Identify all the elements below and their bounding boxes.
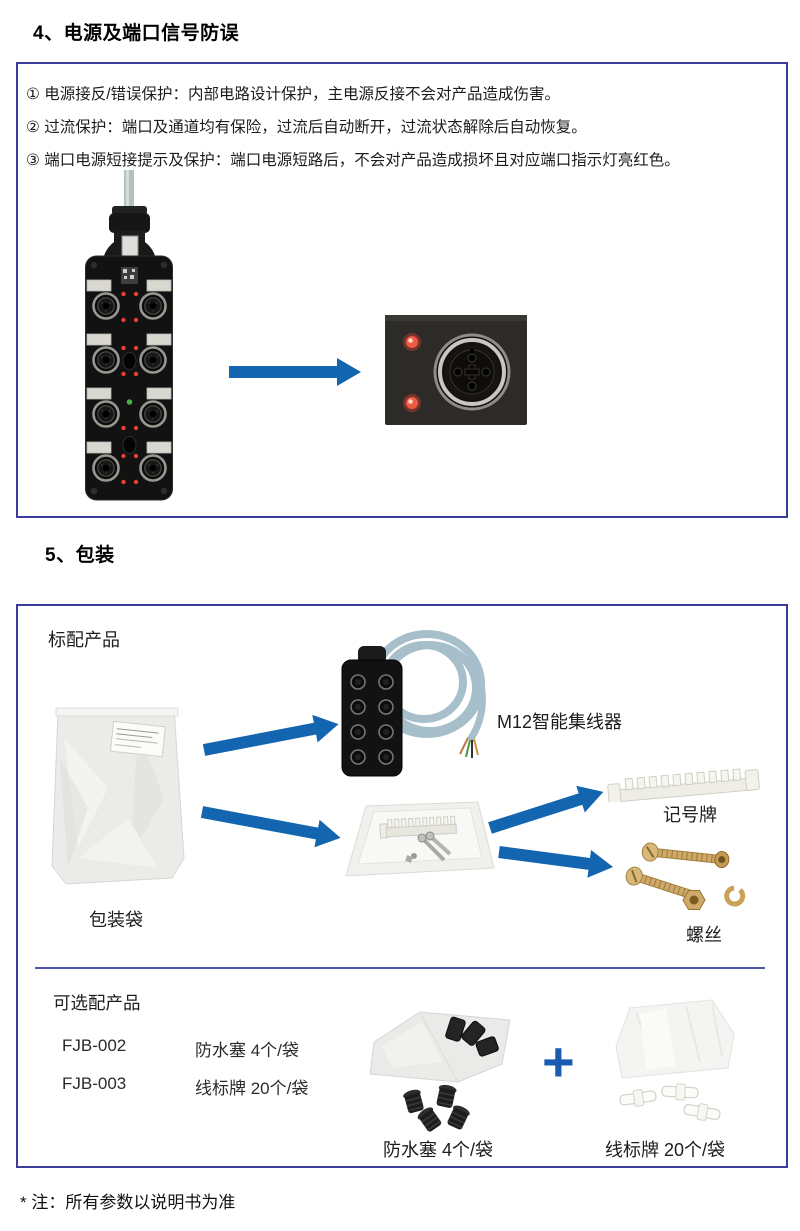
screws-caption: 螺丝 <box>686 925 722 945</box>
section5-divider <box>35 967 765 969</box>
wire-tags-image <box>615 999 735 1124</box>
port-closeup-image <box>385 315 527 425</box>
optional-row-desc: 防水塞 4个/袋 <box>195 1041 299 1060</box>
packaging-bag-image <box>51 707 185 885</box>
screws-image <box>625 842 746 910</box>
optional-row-model: FJB-002 <box>62 1036 127 1055</box>
junction-box-image <box>85 170 173 501</box>
optional-products-heading: 可选配产品 <box>53 993 141 1013</box>
accessory-tray-image <box>345 801 495 877</box>
plugs-caption: 防水塞 4个/袋 <box>383 1140 494 1160</box>
footer-note: * 注：所有参数以说明书为准 <box>20 1193 236 1212</box>
section4-title: 4、电源及端口信号防误 <box>33 23 240 44</box>
waterproof-plugs-image <box>369 1011 511 1132</box>
protection-item-2: ② 过流保护：端口及通道均有保险，过流后自动断开，过流状态解除后自动恢复。 <box>26 119 587 136</box>
standard-products-heading: 标配产品 <box>48 630 120 650</box>
marker-strip-image <box>607 768 760 802</box>
protection-item-1: ① 电源接反/错误保护：内部电路设计保护，主电源反接不会对产品造成伤害。 <box>26 86 561 103</box>
arrow-right-icon <box>229 358 361 386</box>
m12-hub-image <box>341 630 486 777</box>
hub-caption: M12智能集线器 <box>497 712 623 732</box>
optional-row-model: FJB-003 <box>62 1074 127 1093</box>
marker-caption: 记号牌 <box>663 805 717 825</box>
bag-caption: 包装袋 <box>89 910 143 930</box>
port-led-red-bottom <box>403 394 421 412</box>
port-led-red-top <box>403 333 421 351</box>
optional-row-desc: 线标牌 20个/袋 <box>195 1079 309 1098</box>
protection-item-3: ③ 端口电源短接提示及保护：端口电源短路后，不会对产品造成损坏且对应端口指示灯亮… <box>26 152 680 169</box>
tray-screws <box>405 831 452 863</box>
plus-icon: + <box>542 1030 575 1093</box>
tray-marker-strip <box>379 815 457 839</box>
section5-title: 5、包装 <box>45 545 115 566</box>
bag-label <box>109 720 166 758</box>
tags-caption: 线标牌 20个/袋 <box>605 1140 726 1160</box>
